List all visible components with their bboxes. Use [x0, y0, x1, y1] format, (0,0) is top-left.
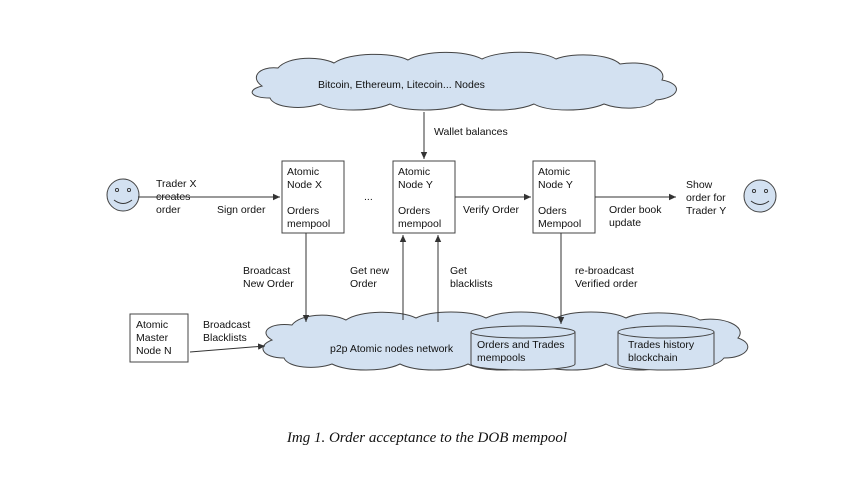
- atomic-node-y2-box: Atomic Node Y Oders Mempool: [532, 160, 596, 234]
- db-label-line: mempools: [477, 352, 525, 364]
- trader-y-line: order for: [686, 192, 726, 204]
- top-cloud-label: Bitcoin, Ethereum, Litecoin... Nodes: [318, 79, 485, 91]
- node-x-line: Atomic: [287, 166, 319, 178]
- blockchain-nodes-cloud: Bitcoin, Ethereum, Litecoin... Nodes: [251, 51, 677, 111]
- node-y2-line: Node Y: [538, 179, 573, 191]
- broadcast-new-order-label: New Order: [243, 278, 294, 290]
- ellipsis: ...: [364, 191, 373, 203]
- atomic-node-x-box: Atomic Node X Orders mempool: [281, 160, 345, 234]
- bottom-cloud-label: p2p Atomic nodes network: [330, 343, 454, 355]
- broadcast-blacklists-label: Blacklists: [203, 332, 247, 344]
- broadcast-new-order-label: Broadcast: [243, 265, 290, 277]
- trader-x-label: Trader X creates order: [156, 178, 196, 216]
- node-y2-line: Atomic: [538, 166, 570, 178]
- node-x-line: Orders: [287, 205, 319, 217]
- sign-order-label: Sign order: [217, 204, 266, 216]
- figure-caption: Img 1. Order acceptance to the DOB mempo…: [286, 430, 568, 446]
- wallet-balances-label: Wallet balances: [434, 126, 508, 138]
- node-x-line: mempool: [287, 218, 330, 230]
- node-y1-line: mempool: [398, 218, 441, 230]
- order-book-update-label: update: [609, 217, 641, 229]
- trader-x-line: Trader X: [156, 178, 196, 190]
- node-y1-line: Orders: [398, 205, 430, 217]
- atomic-master-node-box: Atomic Master Node N: [129, 313, 189, 363]
- get-new-order-label: Get new: [350, 265, 390, 277]
- trader-y-smiley-icon: [743, 179, 777, 213]
- node-x-line: Node X: [287, 179, 322, 191]
- rebroadcast-label: re-broadcast: [575, 265, 634, 277]
- orders-trades-mempools-db: Orders and Trades mempools: [470, 325, 576, 371]
- db-label-line: Orders and Trades: [477, 339, 565, 351]
- trader-y-line: Trader Y: [686, 205, 726, 217]
- trader-x-smiley-icon: [106, 178, 140, 212]
- db-label-line: Trades history: [628, 339, 695, 351]
- broadcast-blacklists-arrow: [189, 343, 266, 353]
- rebroadcast-label: Verified order: [575, 278, 638, 290]
- db-label-line: blockchain: [628, 352, 678, 364]
- order-acceptance-diagram: Bitcoin, Ethereum, Litecoin... Nodes p2p…: [106, 51, 777, 371]
- node-y1-line: Node Y: [398, 179, 433, 191]
- trades-history-blockchain-db: Trades history blockchain: [617, 325, 715, 371]
- get-new-order-label: Order: [350, 278, 377, 290]
- trader-y-line: Show: [686, 179, 713, 191]
- atomic-node-y1-box: Atomic Node Y Orders mempool: [392, 160, 456, 234]
- get-blacklists-label: blacklists: [450, 278, 493, 290]
- master-line: Atomic: [136, 319, 168, 331]
- master-line: Master: [136, 332, 169, 344]
- order-book-update-label: Order book: [609, 204, 662, 216]
- get-blacklists-label: Get: [450, 265, 467, 277]
- master-line: Node N: [136, 345, 172, 357]
- node-y1-line: Atomic: [398, 166, 430, 178]
- trader-x-line: order: [156, 204, 181, 216]
- verify-order-label: Verify Order: [463, 204, 520, 216]
- node-y2-line: Mempool: [538, 218, 581, 230]
- broadcast-blacklists-label: Broadcast: [203, 319, 250, 331]
- trader-y-label: Show order for Trader Y: [686, 179, 726, 217]
- node-y2-line: Oders: [538, 205, 567, 217]
